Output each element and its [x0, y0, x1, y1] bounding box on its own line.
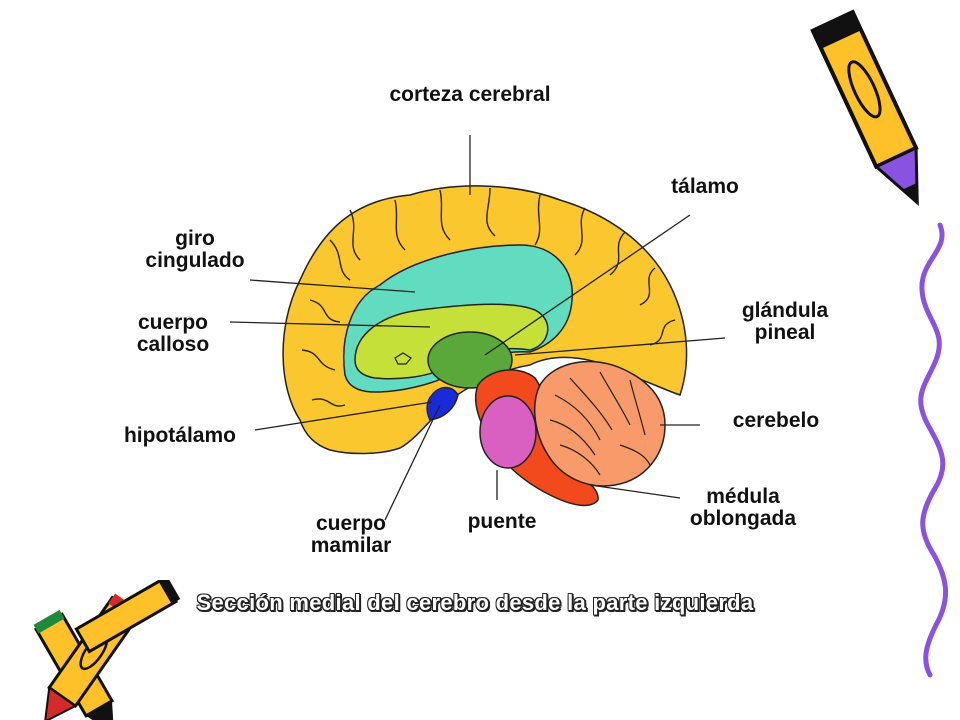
caption: Sección medial del cerebro desde la part… [196, 590, 754, 615]
label-puente: puente [467, 510, 537, 533]
label-cuerpo-mamilar: cuerpo mamilar [310, 512, 392, 557]
leader-lines [229, 135, 726, 521]
crossed-pencils-icon [33, 580, 181, 720]
label-giro-cingulado: giro cingulado [145, 227, 245, 272]
cerebellum-folds [549, 371, 651, 476]
cerebellum [533, 360, 666, 487]
pons [479, 395, 537, 469]
label-talamo: tálamo [671, 175, 739, 198]
label-corteza-cerebral: corteza cerebral [389, 83, 551, 106]
label-hipotalamo: hipotálamo [123, 424, 236, 447]
purple-squiggle-border [918, 222, 949, 678]
pencil-icon [810, 9, 919, 207]
label-glandula-pineal: glándula pineal [741, 299, 829, 344]
hypothalamus [426, 386, 459, 421]
label-medula-oblongada: médula oblongada [689, 485, 797, 530]
label-cerebelo: cerebelo [732, 409, 820, 432]
label-cuerpo-calloso: cuerpo calloso [136, 311, 210, 356]
